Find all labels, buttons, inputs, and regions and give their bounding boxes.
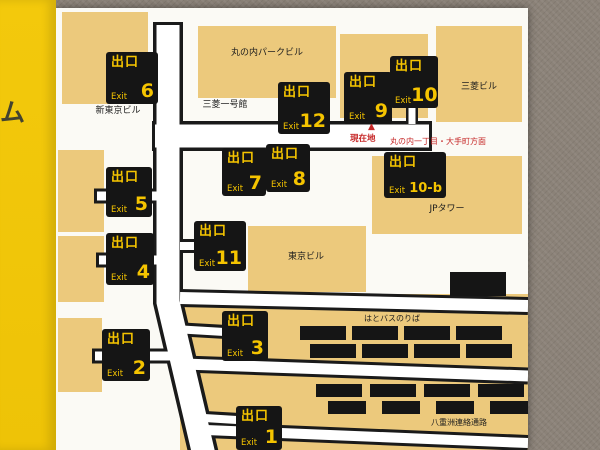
exit-jp-label: 出口 [241, 409, 270, 424]
exit-en-label: Exit [199, 258, 216, 269]
exit-en-label: Exit [227, 183, 244, 194]
exit-jp-label: 出口 [199, 224, 228, 239]
exit-en-label: Exit [227, 348, 244, 359]
platform-block [436, 401, 474, 414]
building-label-yaesu: 八重洲連絡通路 [431, 418, 487, 427]
platform-block [478, 384, 524, 397]
exit-sign-7: 出口 Exit 7 [222, 148, 266, 196]
exit-sign-2: 出口 Exit 2 [102, 329, 150, 381]
platform-block [352, 326, 398, 340]
exit-sign-8: 出口 Exit 8 [266, 144, 310, 192]
exit-number: 8 [292, 168, 306, 190]
current-location-label: 現在地 [350, 134, 376, 144]
exit-en-label: Exit [111, 272, 128, 283]
direction-label: 丸の内一丁目・大手町方面 [390, 137, 486, 146]
building-block-mitsubishi [436, 26, 522, 122]
exit-jp-label: 出口 [111, 55, 140, 70]
exit-jp-label: 出口 [283, 85, 312, 100]
platform-block [404, 326, 450, 340]
platform-block [328, 401, 366, 414]
platform-block [424, 384, 470, 397]
exit-number: 4 [136, 261, 150, 283]
exit-number: 5 [134, 193, 148, 215]
building-block-tokyo-bldg [248, 226, 366, 292]
exit-number: 10-b [409, 181, 442, 196]
building-label-mitsubishi-ichigokan: 三菱一号館 [202, 100, 248, 110]
exit-jp-label: 出口 [107, 332, 136, 347]
building-label-jp-tower: JPタワー [429, 204, 465, 214]
platform-block [466, 344, 512, 358]
yellow-pillar: ム [0, 0, 56, 450]
building-label-marunouchi-park: 丸の内パークビル [230, 48, 303, 58]
building-label-hato-bus: はとバスのりば [364, 314, 420, 323]
exit-en-label: Exit [349, 111, 366, 122]
exit-en-label: Exit [395, 95, 412, 106]
building-block-left-middle [58, 236, 104, 302]
exit-en-label: Exit [241, 437, 258, 448]
building-label-mitsubishi: 三菱ビル [460, 82, 497, 92]
exit-sign-6: 出口 Exit 6 [106, 52, 158, 104]
platform-block [414, 344, 460, 358]
exit-jp-label: 出口 [395, 59, 424, 74]
building-label-tokyo-bldg: 東京ビル [287, 252, 324, 262]
current-location-arrow-icon: ▲ [368, 122, 375, 132]
exit-jp-label: 出口 [389, 155, 418, 170]
exit-en-label: Exit [389, 185, 406, 196]
pillar-character: ム [0, 98, 26, 127]
exit-sign-1: 出口 Exit 1 [236, 406, 282, 450]
exit-sign-9: 出口 Exit 9 [344, 72, 392, 124]
exit-number: 9 [374, 100, 388, 122]
platform-block [382, 401, 420, 414]
building-label-shin-tokyo: 新東京ビル [95, 106, 141, 116]
exit-number: 6 [140, 80, 154, 102]
exit-jp-label: 出口 [349, 75, 378, 90]
exit-number: 7 [248, 172, 262, 194]
exit-en-label: Exit [271, 179, 288, 190]
platform-block [362, 344, 408, 358]
platform-block [370, 384, 416, 397]
exit-en-label: Exit [111, 91, 128, 102]
platform-block [300, 326, 346, 340]
exit-sign-5: 出口 Exit 5 [106, 167, 152, 217]
exit-jp-label: 出口 [227, 151, 256, 166]
exit-jp-label: 出口 [111, 236, 140, 251]
platform-block [310, 344, 356, 358]
exit-sign-4: 出口 Exit 4 [106, 233, 154, 285]
exit-en-label: Exit [283, 121, 300, 132]
exit-number: 12 [299, 110, 326, 132]
exit-jp-label: 出口 [111, 170, 140, 185]
platform-block [490, 401, 528, 414]
exit-number: 2 [132, 357, 146, 379]
exit-number: 1 [264, 426, 278, 448]
exit-number: 10 [411, 84, 438, 106]
exit-number: 3 [250, 337, 264, 359]
platform-blocks [300, 272, 528, 414]
platform-block [456, 326, 502, 340]
exit-en-label: Exit [111, 204, 128, 215]
exit-jp-label: 出口 [271, 147, 300, 162]
exit-sign-3: 出口 Exit 3 [222, 311, 268, 361]
exit-number: 11 [215, 247, 242, 269]
platform-block [316, 384, 362, 397]
exit-jp-label: 出口 [227, 314, 256, 329]
platform-block [450, 272, 506, 296]
exit-en-label: Exit [107, 368, 124, 379]
